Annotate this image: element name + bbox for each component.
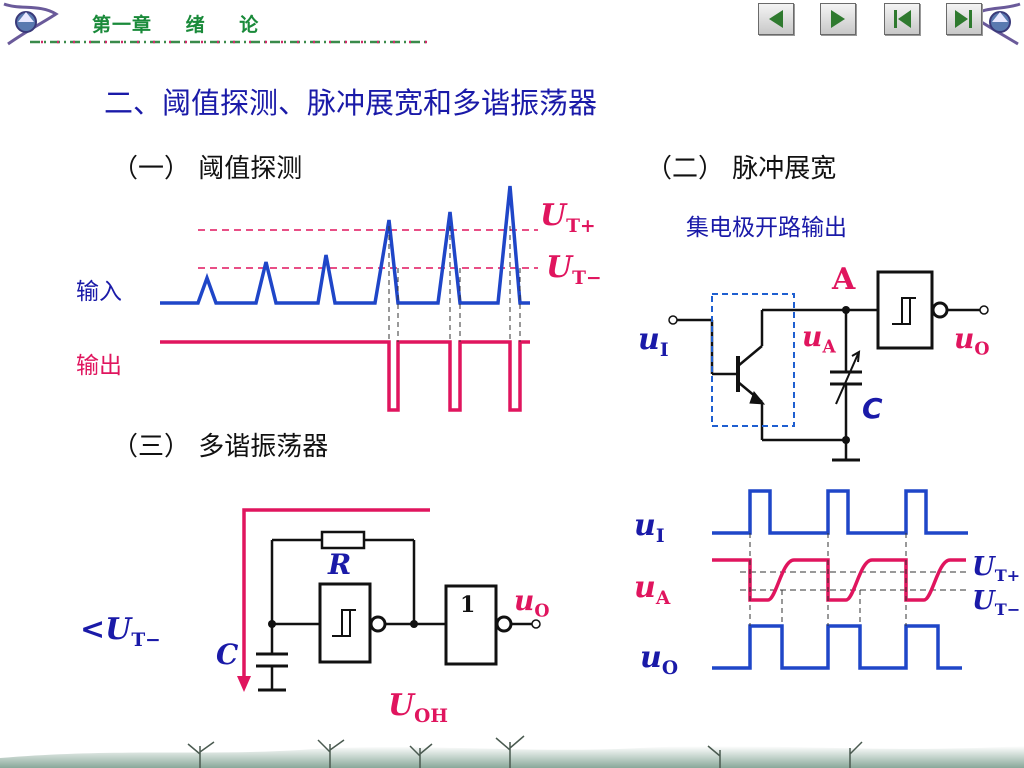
junction-dot xyxy=(842,436,850,444)
skip-to-start-icon xyxy=(894,10,911,28)
chapter-title-a: 绪 xyxy=(185,14,206,36)
triangle-left-icon xyxy=(769,10,783,28)
junction-dot xyxy=(410,620,418,628)
page-title: 二、阈值探测、脉冲展宽和多谐振荡器 xyxy=(104,86,598,120)
chapter-title-b: 论 xyxy=(239,14,260,36)
section1-heading: （一） 阈值探测 xyxy=(112,154,303,184)
output-waveform xyxy=(160,340,530,412)
wave-timing-guides xyxy=(749,533,907,626)
wave-uo-label: uO xyxy=(640,640,679,679)
schmitt-gate xyxy=(318,582,372,664)
emitter-arrow-icon xyxy=(749,391,766,405)
timing-guides xyxy=(388,226,521,342)
wave-ua-label: uA xyxy=(634,570,671,609)
chapter-number: 第一章 xyxy=(92,14,153,36)
section2-heading: （二） 脉冲展宽 xyxy=(646,154,837,184)
osc-uo-label: uO xyxy=(514,584,550,622)
wave-ut-plus-label: UT+ xyxy=(972,552,1021,586)
uoh-label: UOH xyxy=(388,688,448,727)
uo-waveform xyxy=(712,624,962,670)
discharge-path-arrow xyxy=(242,508,430,682)
previous-button[interactable] xyxy=(758,3,794,35)
input-waveform xyxy=(160,185,530,305)
ua-node-label: uA xyxy=(802,320,836,358)
node-a-label: A xyxy=(832,262,856,297)
scroll-ornament-left xyxy=(3,2,59,46)
arrow-down-icon xyxy=(237,676,251,692)
landscape-footer-image xyxy=(0,735,1024,768)
junction-dot xyxy=(842,306,850,314)
ua-waveform xyxy=(712,558,966,602)
output-label: 输出 xyxy=(76,353,122,379)
junction-dot xyxy=(268,620,276,628)
output-terminal xyxy=(531,619,541,629)
open-collector-box xyxy=(711,293,795,427)
input-label: 输入 xyxy=(76,279,122,305)
uo-output-label: uO xyxy=(954,322,990,360)
skip-to-end-icon xyxy=(955,10,972,28)
ut-plus-label: UT+ xyxy=(540,198,596,237)
first-button[interactable] xyxy=(884,3,920,35)
resistor xyxy=(320,530,366,550)
ut-minus-threshold-label: <UT− xyxy=(80,612,161,651)
inversion-bubble xyxy=(369,615,387,633)
capacitor-label: C xyxy=(862,392,883,425)
inversion-bubble xyxy=(495,615,513,633)
hysteresis-icon xyxy=(892,297,916,325)
next-button[interactable] xyxy=(820,3,856,35)
wave-ut-minus-label: UT− xyxy=(972,586,1021,620)
last-button[interactable] xyxy=(946,3,982,35)
ut-minus-label: UT− xyxy=(546,250,602,289)
hysteresis-icon xyxy=(332,609,356,637)
chapter-heading: 第一章 绪 论 xyxy=(92,10,259,37)
resistor-label: R xyxy=(328,548,352,581)
ui-waveform xyxy=(712,489,968,535)
output-terminal xyxy=(979,305,989,315)
section3-heading: （三） 多谐振荡器 xyxy=(112,432,329,462)
capacitor-c-label: C xyxy=(216,638,239,671)
ui-input-label: uI xyxy=(638,322,669,361)
inverter-one-label: 1 xyxy=(460,592,475,618)
triangle-right-icon xyxy=(831,10,845,28)
wave-ui-label: uI xyxy=(634,508,665,547)
open-collector-subtitle: 集电极开路输出 xyxy=(686,215,847,241)
